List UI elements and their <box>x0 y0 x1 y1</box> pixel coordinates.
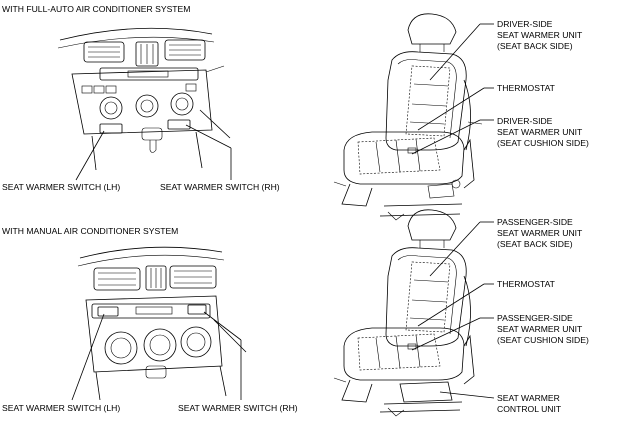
passenger-back-unit-line-3: (SEAT BACK SIDE) <box>497 239 573 249</box>
driver-cushion-unit-leader-1 <box>411 119 481 155</box>
passenger-back-unit-line-1: PASSENGER-SIDE <box>497 217 573 227</box>
driver-thermostat-label: THERMOSTAT <box>497 83 556 93</box>
driver-seat-illustration <box>333 13 483 221</box>
driver-cushion-unit-line-1: DRIVER-SIDE <box>497 116 553 126</box>
driver-thermostat-leader-1 <box>417 87 485 131</box>
manual-switch-lh-leader <box>71 313 105 401</box>
passenger-cushion-unit-leader-1 <box>411 317 481 351</box>
passenger-back-unit-line-2: SEAT WARMER UNIT <box>497 228 583 238</box>
manual-heading: WITH MANUAL AIR CONDITIONER SYSTEM <box>2 226 178 236</box>
passenger-control-unit-line-2: CONTROL UNIT <box>497 404 562 414</box>
full-auto-switch-lh-label: SEAT WARMER SWITCH (LH) <box>2 182 120 192</box>
driver-back-unit-line-1: DRIVER-SIDE <box>497 19 553 29</box>
passenger-cushion-unit-line-1: PASSENGER-SIDE <box>497 313 573 323</box>
full-auto-switch-rh-label: SEAT WARMER SWITCH (RH) <box>160 182 280 192</box>
full-auto-switch-lh-leader <box>75 130 105 181</box>
passenger-cushion-unit-line-3: (SEAT CUSHION SIDE) <box>497 335 589 345</box>
driver-cushion-unit-line-2: SEAT WARMER UNIT <box>497 127 583 137</box>
manual-console-illustration <box>77 246 247 401</box>
full-auto-console-illustration <box>57 27 231 171</box>
passenger-control-unit-leader <box>439 391 495 399</box>
driver-back-unit-line-3: (SEAT BACK SIDE) <box>497 41 573 51</box>
driver-back-unit-leader-1 <box>429 23 481 81</box>
driver-cushion-unit-line-3: (SEAT CUSHION SIDE) <box>497 138 589 148</box>
manual-switch-lh-label: SEAT WARMER SWITCH (LH) <box>2 403 120 413</box>
manual-switch-rh-label: SEAT WARMER SWITCH (RH) <box>178 403 298 413</box>
full-auto-heading: WITH FULL-AUTO AIR CONDITIONER SYSTEM <box>2 4 190 14</box>
passenger-thermostat-label: THERMOSTAT <box>497 279 556 289</box>
driver-back-unit-line-2: SEAT WARMER UNIT <box>497 30 583 40</box>
passenger-cushion-unit-line-2: SEAT WARMER UNIT <box>497 324 583 334</box>
full-auto-switch-rh-leader-1 <box>185 124 232 149</box>
passenger-control-unit-line-1: SEAT WARMER <box>497 393 560 403</box>
passenger-back-unit-leader-1 <box>429 221 481 277</box>
passenger-thermostat-leader-1 <box>417 283 485 327</box>
manual-switch-rh-leader-1 <box>203 311 242 341</box>
passenger-seat-illustration <box>333 209 475 417</box>
